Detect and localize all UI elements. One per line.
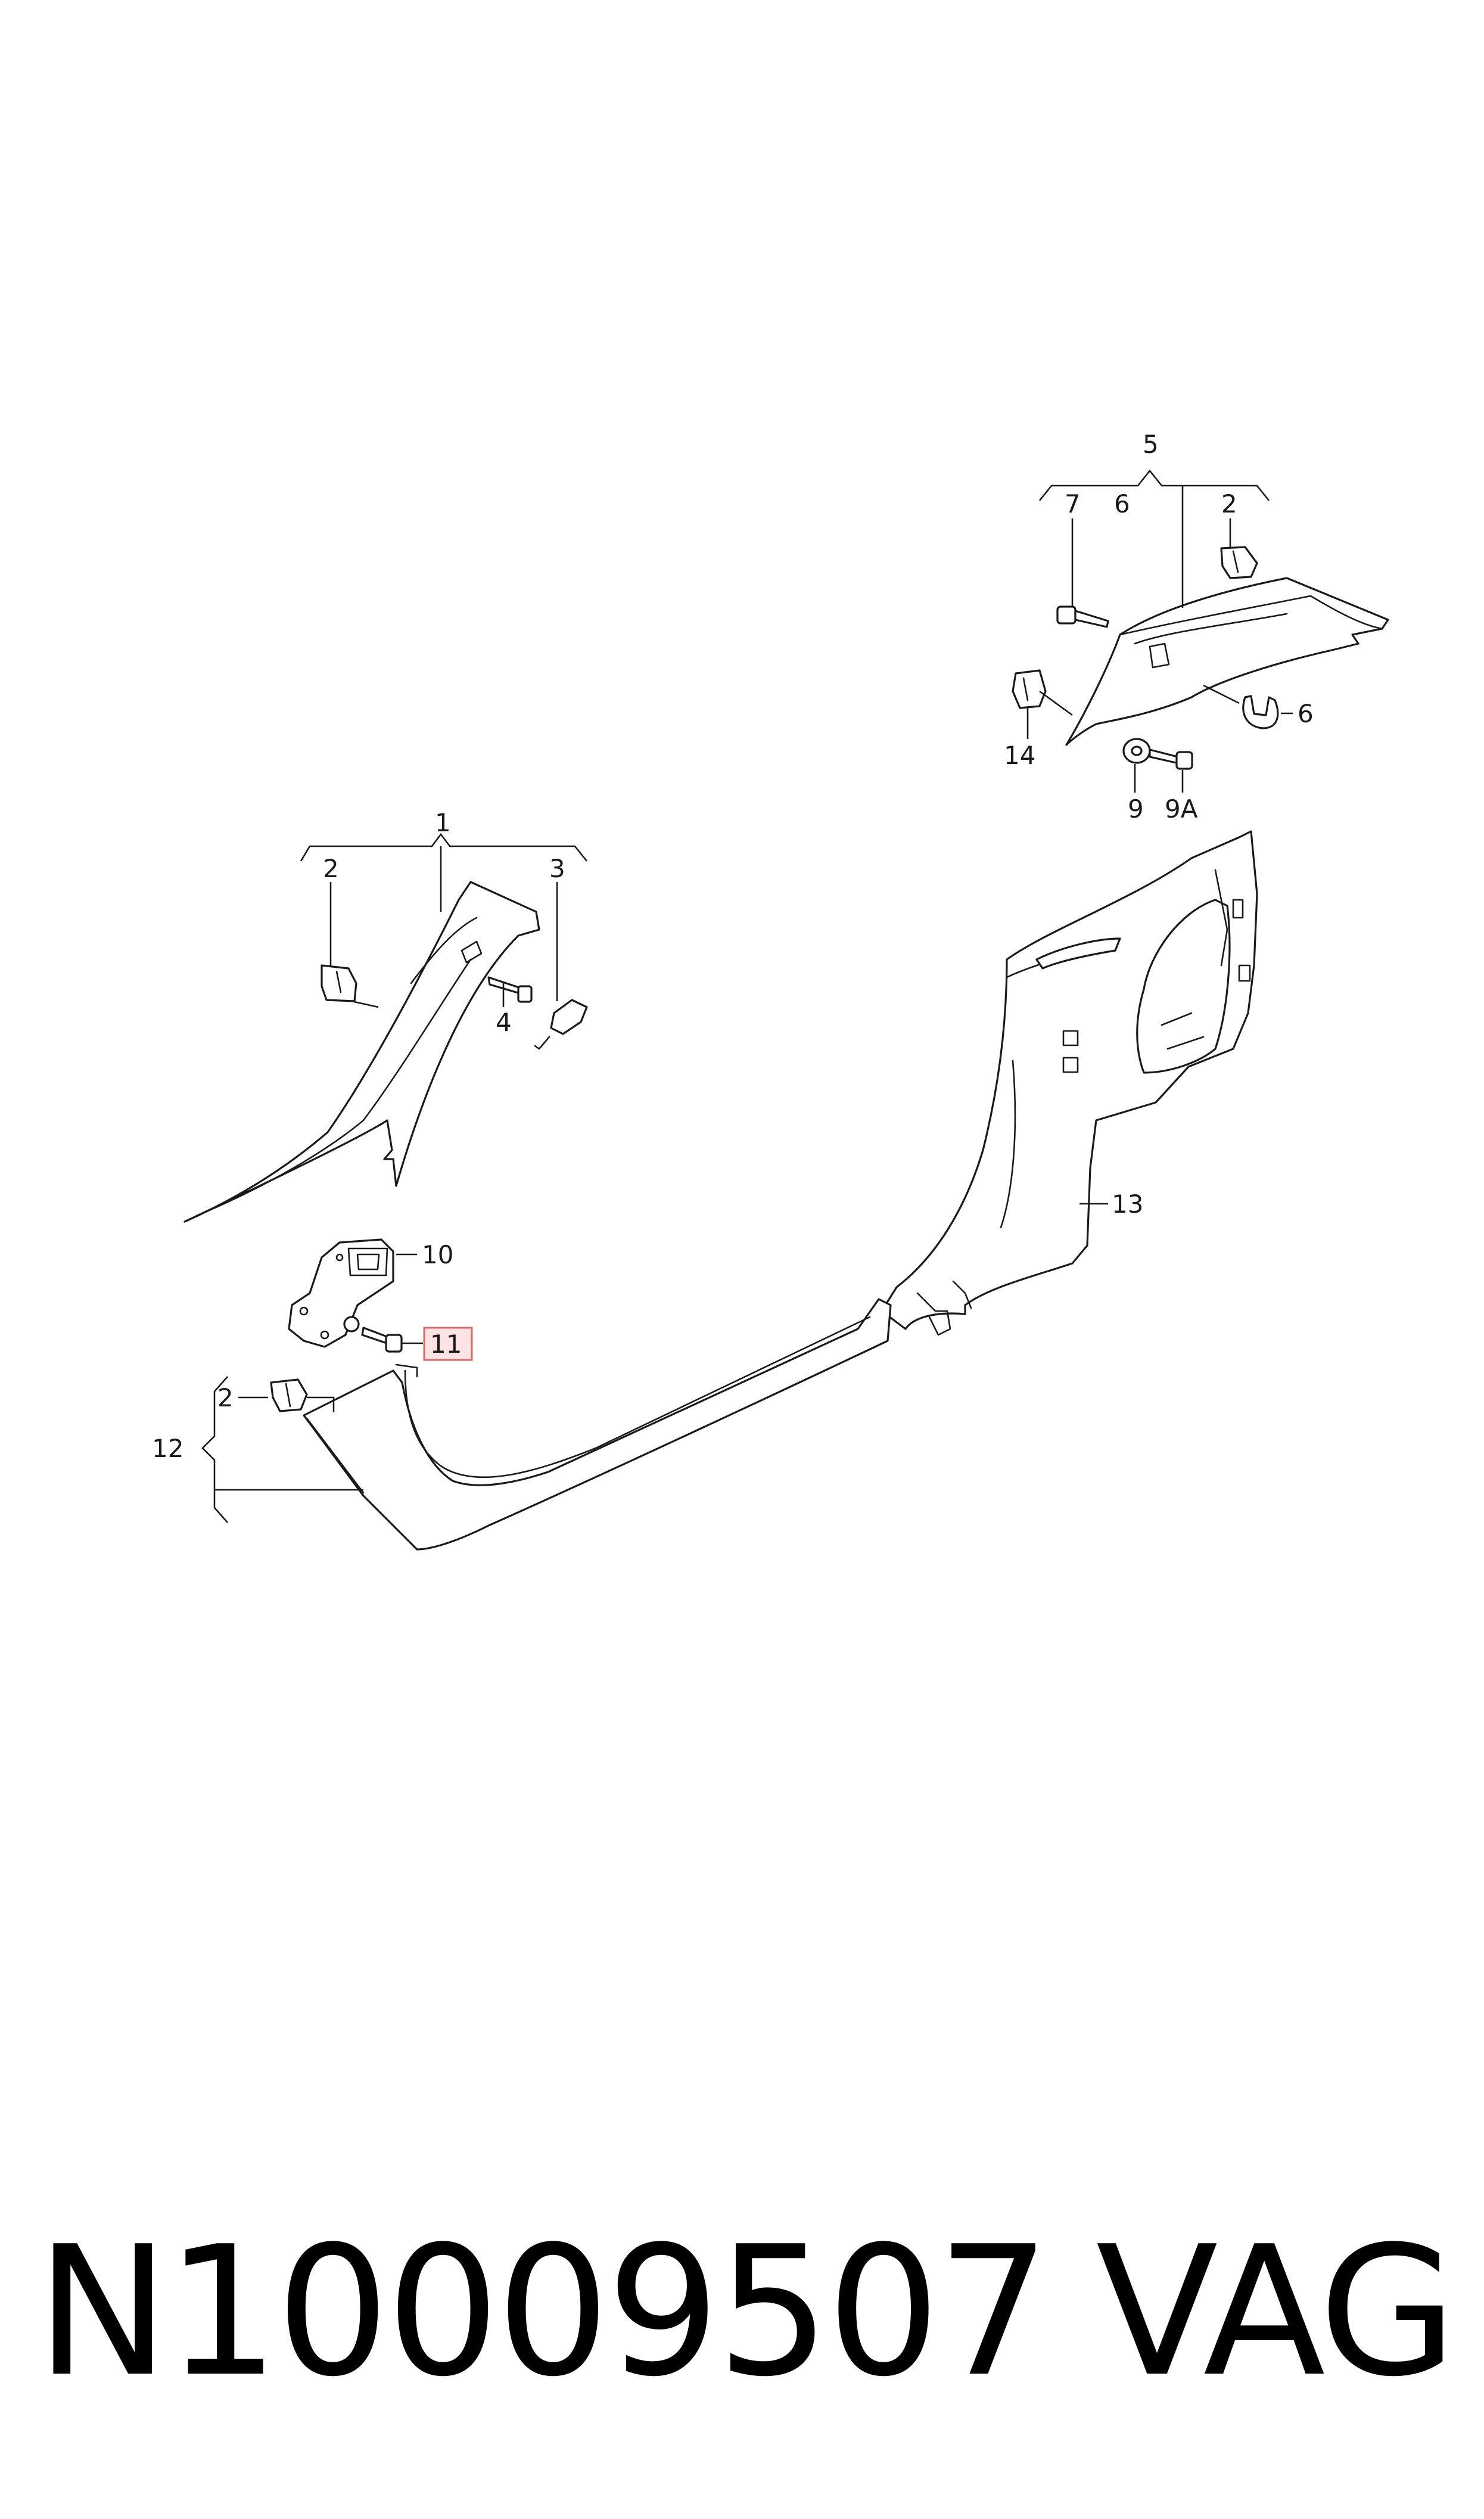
callout-labels: 1 2 3 4 5 7 6 2 6 14 9 9A 10 11 13 12 2 [152,430,1314,1463]
clip-14[interactable] [1012,669,1047,709]
bolt-9a[interactable] [1149,748,1193,770]
callout-14[interactable]: 14 [1004,741,1035,770]
callout-2-c[interactable]: 2 [217,1383,234,1412]
leader-lines [201,469,1293,1523]
clip-2-c[interactable] [270,1378,308,1412]
callout-12[interactable]: 12 [152,1434,183,1463]
clip-2-a[interactable] [321,964,357,1002]
bracket-10[interactable] [288,1238,394,1348]
part-number: N10009507 [36,2208,1050,2416]
clip-6[interactable] [1242,695,1279,729]
callout-9[interactable]: 9 [1128,794,1144,824]
c-pillar-trim[interactable] [1065,577,1389,746]
bolt-11[interactable] [343,1316,403,1353]
callout-2-b[interactable]: 2 [1221,489,1237,518]
callout-6-b[interactable]: 6 [1298,699,1314,728]
c-pillar-trim-group [1012,546,1389,770]
footer: N10009507 VAG [36,2208,1457,2416]
callout-5[interactable]: 5 [1143,430,1159,459]
callout-13[interactable]: 13 [1112,1189,1143,1219]
cap-3[interactable] [534,999,588,1050]
callout-3[interactable]: 3 [549,854,565,883]
sill-panel-12[interactable] [303,1298,892,1551]
callout-1[interactable]: 1 [435,808,451,837]
callout-4[interactable]: 4 [496,1008,512,1037]
a-pillar-trim-group [183,881,588,1223]
brand-name: VAG [1096,2208,1457,2416]
callout-6-a[interactable]: 6 [1114,489,1130,518]
callout-9a[interactable]: 9A [1165,794,1198,824]
callout-10[interactable]: 10 [422,1240,453,1269]
bracket-group [288,1238,403,1353]
callout-11[interactable]: 11 [430,1330,462,1359]
bolt-4[interactable] [487,976,533,1003]
sill-panel-group [270,1298,892,1551]
callout-11-highlight [423,1327,473,1361]
bolt-7[interactable] [1056,605,1109,628]
washer-9[interactable] [1122,738,1151,764]
callout-7[interactable]: 7 [1065,489,1081,518]
rear-side-trim-group [881,830,1258,1336]
callout-2-a[interactable]: 2 [323,854,339,883]
a-pillar-trim[interactable] [183,881,540,1223]
clip-2-b[interactable] [1220,546,1258,579]
